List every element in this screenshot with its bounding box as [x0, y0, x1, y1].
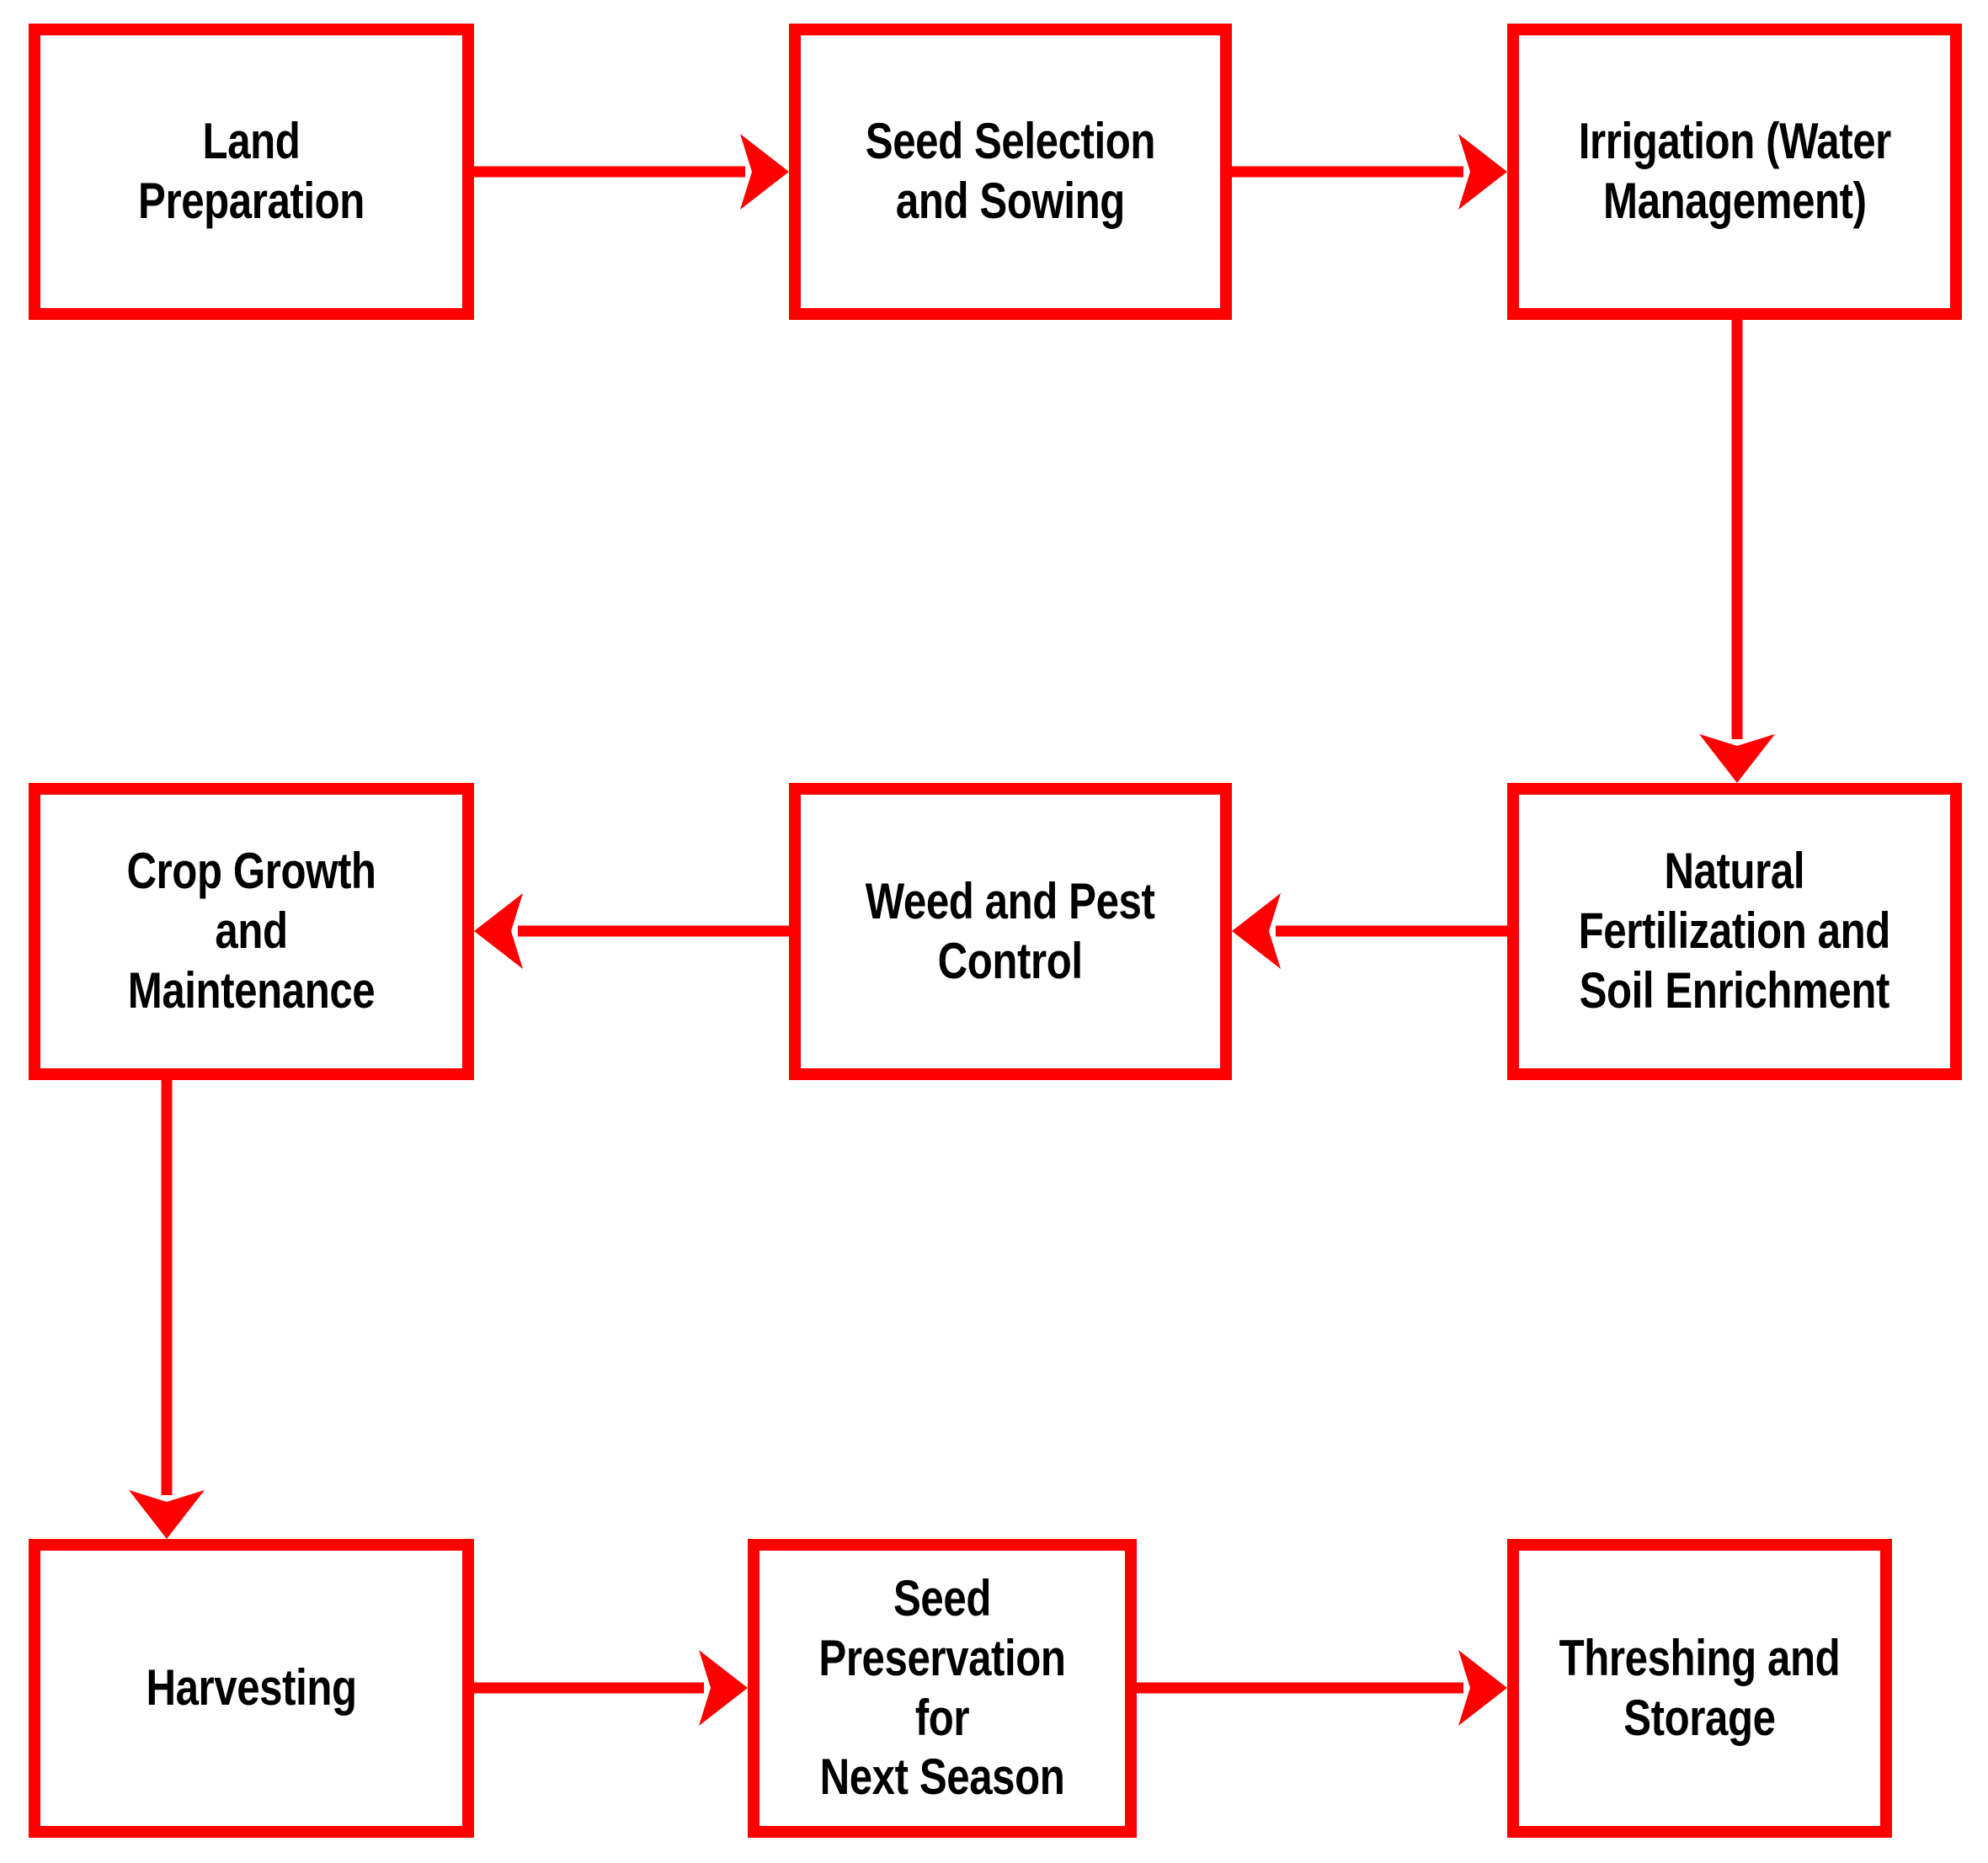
node-label-threshing-and-storage: Threshing and Storage	[1559, 1629, 1841, 1746]
node-label-weed-and-pest-control: Weed and Pest Control	[866, 872, 1155, 989]
edge-natural-fertilization-to-weed-control	[1232, 893, 1507, 969]
node-label-crop-growth-and-maintenance: Crop Growth and Maintenance	[126, 843, 376, 1019]
edge-seed-preservation-to-threshing	[1137, 1650, 1507, 1726]
node-label-harvesting: Harvesting	[146, 1659, 357, 1717]
edge-crop-growth-to-harvesting-arrowhead-icon	[129, 1490, 205, 1539]
node-seed-preservation-for-next-season[interactable]: Seed Preservation for Next Season	[748, 1539, 1137, 1838]
edge-irrigation-to-natural-fertilization	[1699, 320, 1775, 783]
node-irrigation-water-management[interactable]: Irrigation (Water Management)	[1507, 24, 1962, 320]
edge-land-preparation-to-seed-selection-arrowhead-icon	[740, 134, 789, 210]
edge-irrigation-to-natural-fertilization-arrowhead-icon	[1699, 734, 1775, 783]
node-label-seed-selection-and-sowing: Seed Selection and Sowing	[865, 113, 1156, 229]
edge-harvesting-to-seed-preservation-arrowhead-icon	[699, 1650, 748, 1726]
edge-seed-selection-to-irrigation	[1232, 134, 1507, 210]
edge-weed-control-to-crop-growth-arrowhead-icon	[474, 893, 523, 969]
edge-crop-growth-to-harvesting	[129, 1080, 205, 1539]
node-label-seed-preservation-for-next-season: Seed Preservation for Next Season	[818, 1569, 1066, 1806]
node-natural-fertilization-and-soil-enrichment[interactable]: Natural Fertilization and Soil Enrichmen…	[1507, 783, 1962, 1080]
edge-weed-control-to-crop-growth	[474, 893, 789, 969]
edge-land-preparation-to-seed-selection	[474, 134, 789, 210]
edge-natural-fertilization-to-weed-control-arrowhead-icon	[1232, 893, 1281, 969]
node-label-natural-fertilization-and-soil-enrichment: Natural Fertilization and Soil Enrichmen…	[1578, 843, 1891, 1019]
node-weed-and-pest-control[interactable]: Weed and Pest Control	[789, 783, 1232, 1080]
edge-seed-preservation-to-threshing-arrowhead-icon	[1458, 1650, 1507, 1726]
node-seed-selection-and-sowing[interactable]: Seed Selection and Sowing	[789, 24, 1232, 320]
node-threshing-and-storage[interactable]: Threshing and Storage	[1507, 1539, 1892, 1838]
node-label-irrigation-water-management: Irrigation (Water Management)	[1578, 113, 1891, 229]
node-label-land-preparation: Land Preparation	[138, 113, 365, 229]
edge-seed-selection-to-irrigation-arrowhead-icon	[1458, 134, 1507, 210]
node-crop-growth-and-maintenance[interactable]: Crop Growth and Maintenance	[29, 783, 474, 1080]
node-harvesting[interactable]: Harvesting	[29, 1539, 474, 1838]
node-land-preparation[interactable]: Land Preparation	[29, 24, 474, 320]
edge-harvesting-to-seed-preservation	[474, 1650, 748, 1726]
